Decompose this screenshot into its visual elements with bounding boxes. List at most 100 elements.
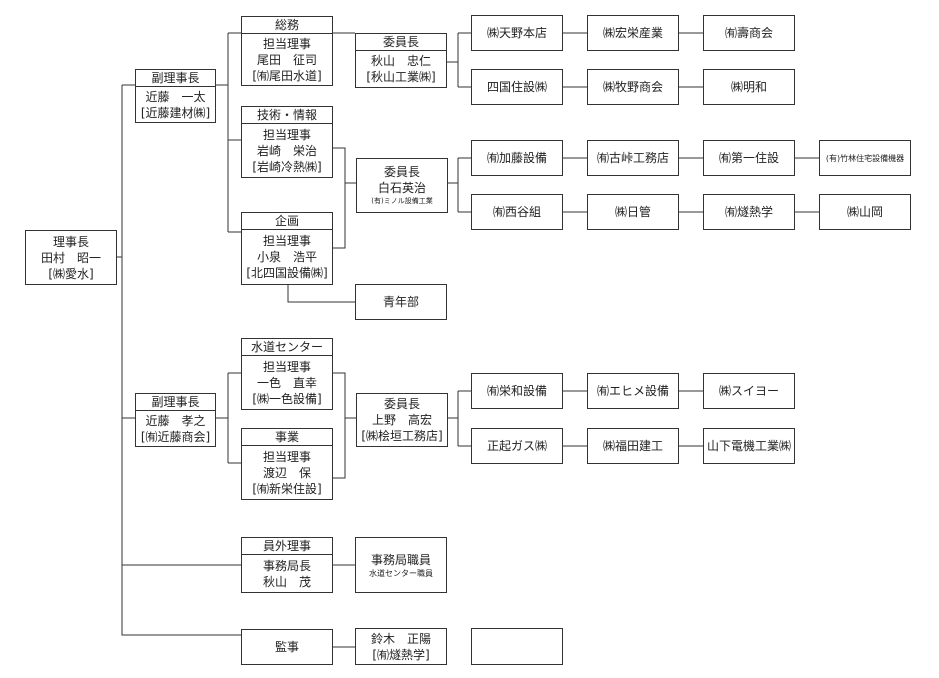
jigyo-role: 担当理事 [262,449,311,464]
chairman-company: [㈱愛水] [48,266,94,281]
kanji-member-box: 鈴木 正陽 [㈲燧熱学] [355,628,447,665]
somu-box: 総務 担当理事 尾田 征司 [㈲尾田水道] [241,16,333,86]
member-box: ㈱福田建工 [587,428,679,464]
committee-chair-1-title: 委員長 [356,34,446,51]
member-box: 四国住設㈱ [471,69,563,105]
kanji-label: 監事 [274,640,299,654]
ingai-riji-title: 員外理事 [242,538,332,555]
member-name: ㈱福田建工 [602,439,663,453]
jimukyoku-sub: 水道センター職員 [369,568,433,578]
chairman-box: 理事長 田村 昭一 [㈱愛水] [25,230,117,285]
vice-chairman-2-company: [㈲近藤商会] [140,429,211,444]
member-box: 山下電機工業㈱ [703,428,795,464]
member-name: ㈱スイヨー [718,384,779,398]
jigyo-title: 事業 [242,429,332,446]
somu-role: 担当理事 [262,36,311,51]
jigyo-company: [㈲新栄住設] [252,481,322,496]
member-name: ㈲栄和設備 [486,384,547,398]
member-name: ㈱日管 [614,205,651,219]
committee-chair-1-box: 委員長 秋山 忠仁 [秋山工業㈱] [355,33,447,88]
member-name: 山下電機工業㈱ [706,439,791,453]
gijutsu-name: 岩崎 栄治 [256,143,317,158]
member-box: ㈲栄和設備 [471,373,563,409]
member-name: ㈱牧野商会 [602,80,663,94]
kikaku-role: 担当理事 [262,234,311,248]
vice-chairman-1-company: [近藤建材㈱] [140,105,211,120]
kanji-member-name: 鈴木 正陽 [370,631,431,646]
vice-chairman-1-box: 副理事長 近藤 一太 [近藤建材㈱] [135,69,216,123]
member-box: ㈲第一住設 [703,140,795,176]
somu-company: [㈲尾田水道] [252,68,322,83]
jimukyoku-title: 事務局職員 [370,552,431,567]
committee-chair-3-box: 委員長 上野 高宏 [㈱桧垣工務店] [356,393,448,447]
member-name: ㈱宏栄産業 [602,26,663,40]
kikaku-company: [北四国設備㈱] [246,266,328,280]
member-name: ㈱天野本店 [486,26,547,40]
kanji-member-company: [㈲燧熱学] [372,647,430,662]
suido-center-name: 一色 直幸 [256,375,317,390]
member-name: ㈲西谷組 [492,205,541,219]
kikaku-box: 企画 担当理事 小泉 浩平 [北四国設備㈱] [241,212,333,285]
committee-chair-2-title: 委員長 [383,165,420,179]
chairman-name: 田村 昭一 [40,250,101,265]
member-name: 四国住設㈱ [486,80,547,94]
member-box: ㈲西谷組 [471,194,563,230]
member-name: ㈱山岡 [846,205,883,219]
vice-chairman-1-name: 近藤 一太 [145,89,206,104]
committee-chair-2-company: (有)ミノル設備工業 [371,197,433,205]
member-name: ㈲古峠工務店 [596,151,669,165]
member-name: ㈲加藤設備 [486,151,547,165]
committee-chair-1-name: 秋山 忠仁 [370,54,431,68]
member-box: (有)竹林住宅設備機器 [819,140,911,176]
seinen-box: 青年部 [355,284,447,320]
member-box: ㈲壽商会 [703,15,795,51]
gijutsu-box: 技術・情報 担当理事 岩崎 栄治 [岩崎冷熱㈱] [241,106,333,178]
member-name: ㈱明和 [730,80,767,94]
member-name: (有)竹林住宅設備機器 [825,153,905,163]
committee-chair-3-company: [㈱桧垣工務店] [361,429,443,443]
committee-chair-3-title: 委員長 [383,397,420,411]
vice-chairman-2-title: 副理事長 [136,394,215,411]
vice-chairman-2-box: 副理事長 近藤 孝之 [㈲近藤商会] [135,393,216,447]
member-name: ㈲壽商会 [724,26,773,40]
member-box: ㈱天野本店 [471,15,563,51]
kanji-box: 監事 [241,629,333,665]
member-box: ㈲加藤設備 [471,140,563,176]
member-box: ㈲燧熱学 [703,194,795,230]
member-name: ㈲第一住設 [718,151,779,165]
member-box: ㈱牧野商会 [587,69,679,105]
gijutsu-company: [岩崎冷熱㈱] [252,159,322,174]
kikaku-name: 小泉 浩平 [256,250,317,264]
committee-chair-3-name: 上野 高宏 [371,413,432,427]
member-box: ㈱山岡 [819,194,911,230]
member-box: ㈱宏栄産業 [587,15,679,51]
suido-center-role: 担当理事 [262,359,311,374]
member-box: ㈱明和 [703,69,795,105]
committee-chair-2-box: 委員長 白石英治 (有)ミノル設備工業 [356,158,448,213]
member-box: 正起ガス㈱ [471,428,563,464]
member-box: ㈲古峠工務店 [587,140,679,176]
gijutsu-title: 技術・情報 [242,107,332,124]
member-box: ㈲エヒメ設備 [587,373,679,409]
gijutsu-role: 担当理事 [262,127,311,142]
ingai-riji-role: 事務局長 [262,558,311,573]
somu-title: 総務 [242,17,332,34]
suido-center-box: 水道センター 担当理事 一色 直幸 [㈱一色設備] [241,338,333,410]
member-box: ㈱日管 [587,194,679,230]
jigyo-name: 渡辺 保 [262,465,311,480]
chairman-title: 理事長 [52,234,89,249]
somu-name: 尾田 征司 [256,52,317,67]
committee-chair-1-company: [秋山工業㈱] [366,70,436,84]
jimukyoku-box: 事務局職員 水道センター職員 [355,537,447,593]
member-name: ㈲エヒメ設備 [596,384,669,398]
member-name: 正起ガス㈱ [486,439,547,453]
vice-chairman-1-title: 副理事長 [136,70,215,87]
kikaku-title: 企画 [242,213,332,230]
vice-chairman-2-name: 近藤 孝之 [145,413,206,428]
jigyo-box: 事業 担当理事 渡辺 保 [㈲新栄住設] [241,428,333,500]
suido-center-title: 水道センター [242,339,332,356]
member-box: ㈱スイヨー [703,373,795,409]
committee-chair-2-name: 白石英治 [377,181,426,195]
